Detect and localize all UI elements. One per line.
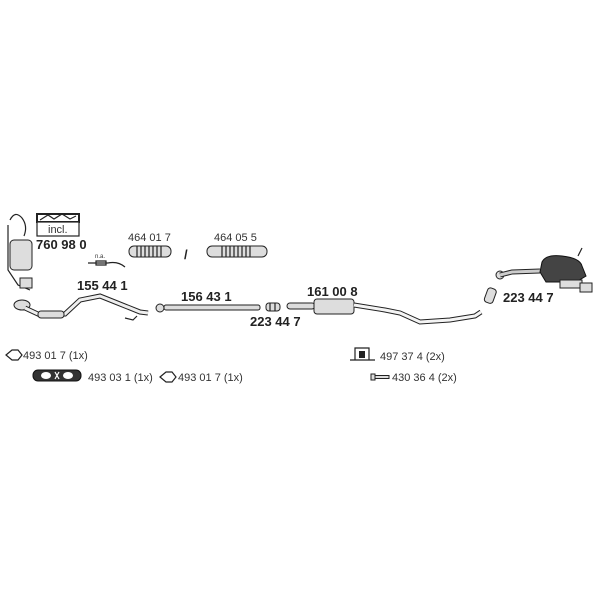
accessory-bolt[interactable]: 430 36 4 (2x) [370,372,457,384]
kit-box-label: incl. [48,224,68,236]
accessory-gasket-1[interactable]: 493 01 7 (1x) [5,349,88,362]
accessory-gasket-flange[interactable]: 493 03 1 (1x) [32,369,153,384]
catalytic-converter-drawing [7,213,33,291]
part-number-clamp-2[interactable]: 223 44 7 [503,290,554,305]
front-pipe-drawing [13,293,149,321]
accessory-part-number: 430 36 4 (2x) [392,372,457,384]
rear-silencer-drawing [495,247,593,293]
part-number-flex-pipe-a[interactable]: 464 01 7 [128,232,171,244]
accessory-gasket-2[interactable]: 493 01 7 (1x) [159,371,243,384]
part-number-catalytic-converter[interactable]: 760 98 0 [36,237,87,252]
flex-pipe-b-drawing [206,245,268,258]
flex-pipe-a-drawing [128,245,172,258]
lambda-sensor-drawing [88,260,126,268]
sensor-note: n.a. [95,254,105,260]
clamp-1-drawing [265,302,281,312]
accessory-part-number: 493 03 1 (1x) [88,372,153,384]
separator: / [184,247,188,262]
accessory-part-number: 493 01 7 (1x) [23,350,88,362]
accessory-part-number: 493 01 7 (1x) [178,372,243,384]
middle-silencer-drawing [286,298,483,325]
part-number-flex-pipe-b[interactable]: 464 05 5 [214,232,257,244]
accessory-part-number: 497 37 4 (2x) [380,351,445,363]
part-number-middle-silencer[interactable]: 161 00 8 [307,284,358,299]
kit-box: incl. [36,213,80,237]
clamp-2-drawing [483,287,497,304]
accessory-rubber-mount[interactable]: 497 37 4 (2x) [350,347,445,363]
intermediate-pipe-drawing [155,303,261,313]
part-number-clamp-1[interactable]: 223 44 7 [250,314,301,329]
part-number-front-pipe[interactable]: 155 44 1 [77,278,128,293]
part-number-intermediate-pipe[interactable]: 156 43 1 [181,289,232,304]
